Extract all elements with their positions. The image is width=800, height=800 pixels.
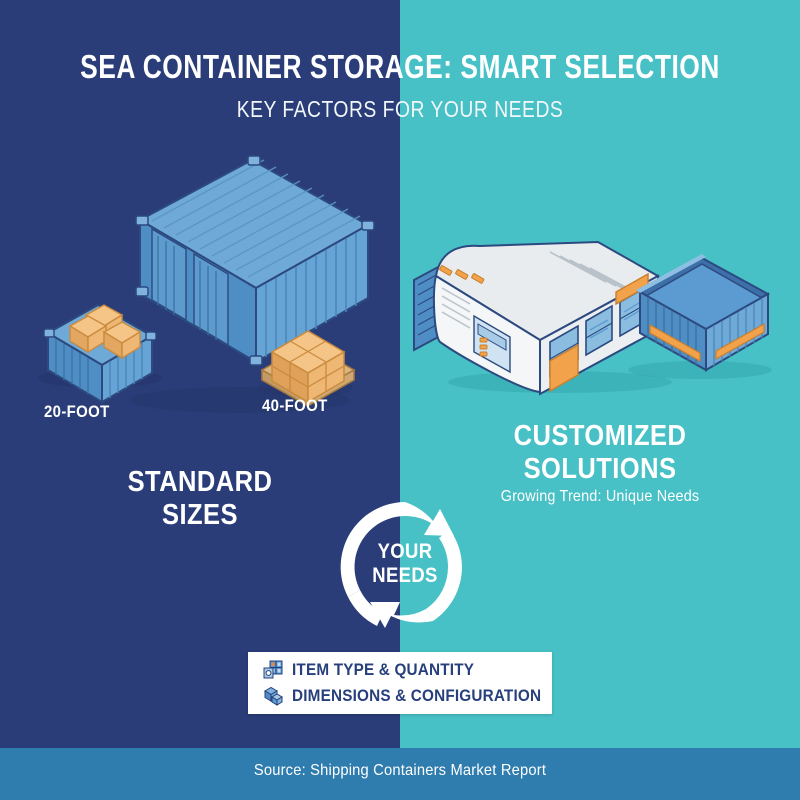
- callout-item-item-type-quantity[interactable]: ITEM TYPE & QUANTITY: [262, 657, 494, 683]
- customized-solutions-illustration: [413, 240, 772, 396]
- standard-sizes-line1: STANDARD: [127, 466, 273, 498]
- customized-solutions-subtext: Growing Trend: Unique Needs: [500, 488, 700, 505]
- label-20-foot: 20-FOOT: [44, 402, 110, 421]
- standard-sizes-heading: STANDARD SIZES: [24, 466, 376, 532]
- standard-sizes-line2: SIZES: [162, 499, 238, 531]
- page-title: SEA CONTAINER STORAGE: SMART SELECTION: [80, 48, 720, 85]
- cardboard-boxes-on-container: [68, 304, 142, 360]
- callout-label-item-type-quantity: ITEM TYPE & QUANTITY: [292, 660, 475, 679]
- page-subtitle: KEY FACTORS FOR YOUR NEEDS: [236, 96, 564, 122]
- customized-solutions-heading: CUSTOMIZED SOLUTIONS: [424, 420, 776, 486]
- open-top-container-icon: [636, 254, 771, 372]
- item-type-quantity-icon: [263, 660, 283, 679]
- dimensions-configuration-icon: [264, 686, 283, 706]
- modified-container-office-icon: [413, 240, 661, 396]
- standard-containers-illustration: [38, 155, 375, 413]
- your-needs-label: YOUR NEEDS: [339, 540, 471, 588]
- customized-solutions-line2: SOLUTIONS: [523, 453, 677, 485]
- your-needs-line2: NEEDS: [372, 564, 438, 587]
- footer-source-text: Source: Shipping Containers Market Repor…: [253, 762, 547, 779]
- large-container-icon: [135, 155, 375, 366]
- small-container-icon: [43, 303, 157, 404]
- callout-item-dimensions-configuration[interactable]: DIMENSIONS & CONFIGURATION: [262, 683, 569, 709]
- circular-arrows-icon: [340, 502, 462, 628]
- key-factors-callout-box: ITEM TYPE & QUANTITY DIMENSIONS & CONFIG…: [248, 652, 552, 714]
- your-needs-line1: YOUR: [377, 540, 433, 563]
- callout-label-dimensions-configuration: DIMENSIONS & CONFIGURATION: [292, 686, 542, 705]
- footer-bar: [0, 748, 800, 800]
- customized-solutions-line1: CUSTOMIZED: [513, 420, 687, 452]
- pallet-with-boxes-icon: [260, 330, 356, 408]
- label-40-foot: 40-FOOT: [262, 396, 328, 415]
